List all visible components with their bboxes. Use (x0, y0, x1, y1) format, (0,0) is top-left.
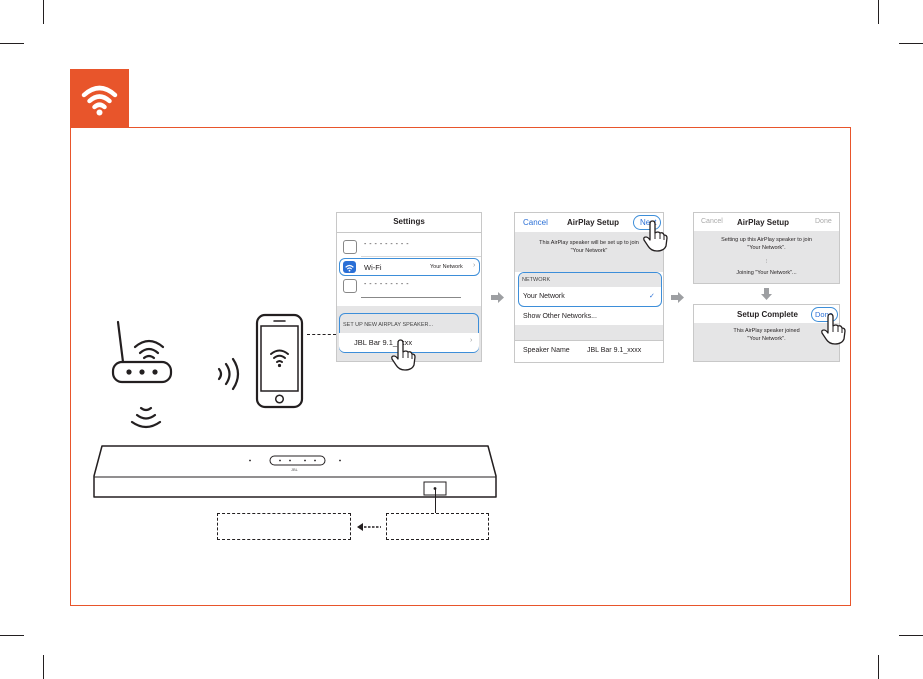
wifi-waves-icon (217, 357, 240, 391)
cancel-button-disabled: Cancel (701, 218, 723, 225)
speaker-name-value[interactable]: JBL Bar 9.1_xxxx (587, 347, 642, 354)
info-text: "Your Network" (570, 248, 608, 254)
placeholder-dashes: - - - - - - - - - (364, 281, 410, 288)
network-header: NETWORK (522, 277, 551, 283)
speaker-item[interactable]: JBL Bar 9.1_xxxx (354, 338, 413, 347)
screen-title: AirPlay Setup (567, 218, 620, 227)
arrow-right-icon (491, 292, 504, 303)
info-band (694, 231, 839, 283)
wifi-value: Your Network (430, 264, 463, 270)
connector-line (435, 489, 436, 513)
info-band (515, 232, 663, 272)
info-text: Setting up this AirPlay speaker to join (721, 237, 812, 243)
crop-mark (878, 655, 879, 679)
phone-icon (255, 313, 304, 409)
done-button-highlight (811, 307, 838, 322)
next-button-highlight (633, 215, 661, 230)
settings-screen: Settings - - - - - - - - - Wi-Fi Your Ne… (336, 212, 482, 362)
callout-box (217, 513, 351, 540)
wifi-waves-icon (130, 406, 162, 429)
hand-pointer-icon (643, 220, 668, 252)
wifi-label[interactable]: Wi-Fi (364, 263, 382, 272)
crop-mark (899, 635, 923, 636)
checkmark-icon: ✓ (649, 293, 655, 300)
chevron-right-icon: › (473, 262, 476, 269)
airplay-setup-screen: Cancel AirPlay Setup Next This AirPlay s… (514, 212, 664, 363)
other-networks-link[interactable]: Show Other Networks... (523, 313, 597, 320)
router-icon (111, 320, 173, 384)
checkbox[interactable] (343, 279, 357, 293)
joining-text: Joining "Your Network"... (736, 270, 797, 276)
chevron-right-icon: › (470, 337, 473, 344)
hand-pointer-icon (391, 339, 416, 371)
hand-pointer-icon (821, 313, 846, 345)
wifi-icon (70, 69, 129, 127)
divider (515, 340, 663, 341)
arrow-down-icon (761, 288, 772, 300)
network-highlight (518, 272, 662, 307)
screen-title: Setup Complete (737, 310, 798, 319)
section-header: SET UP NEW AIRPLAY SPEAKER... (343, 322, 434, 328)
crop-mark (0, 635, 24, 636)
wifi-row-highlight (339, 258, 480, 276)
crop-mark (878, 0, 879, 24)
cancel-button[interactable]: Cancel (523, 218, 548, 227)
placeholder-dashes: - - - - - - - - - (364, 241, 410, 248)
info-band (694, 323, 839, 361)
callout-box (386, 513, 489, 540)
screen-title: AirPlay Setup (737, 218, 790, 227)
soundbar-icon (93, 445, 497, 498)
info-text: "Your Network". (747, 245, 786, 251)
airplay-joining-screen: Cancel AirPlay Setup Done Setting up thi… (693, 212, 840, 284)
info-text: "Your Network". (747, 336, 786, 342)
connector-line (307, 334, 336, 335)
settings-title: Settings (393, 217, 425, 226)
arrow-right-icon (671, 292, 684, 303)
setup-complete-screen: Setup Complete Done This AirPlay speaker… (693, 304, 840, 362)
speaker-name-label: Speaker Name (523, 347, 570, 354)
checkbox[interactable] (343, 240, 357, 254)
diagram-frame (70, 127, 851, 606)
done-button-disabled: Done (815, 218, 832, 225)
wifi-icon (343, 261, 356, 273)
next-button[interactable]: Next (640, 218, 657, 227)
spacer-band (515, 325, 663, 340)
network-header-band (519, 273, 661, 287)
divider (361, 256, 481, 257)
info-text: This AirPlay speaker will be set up to j… (539, 240, 639, 246)
info-text: This AirPlay speaker joined (733, 328, 800, 334)
crop-mark (43, 0, 44, 24)
arrow-left-icon (357, 523, 381, 531)
speaker-row[interactable] (339, 333, 479, 352)
crop-mark (899, 43, 923, 44)
crop-mark (0, 43, 24, 44)
divider (361, 297, 461, 298)
network-item[interactable]: Your Network (523, 293, 565, 300)
spinner-icon: ⁝ (765, 259, 768, 265)
crop-mark (43, 655, 44, 679)
brand-logo: JBL (291, 467, 298, 472)
wifi-icon (345, 264, 354, 272)
done-button[interactable]: Done (815, 310, 833, 319)
divider (337, 232, 481, 233)
